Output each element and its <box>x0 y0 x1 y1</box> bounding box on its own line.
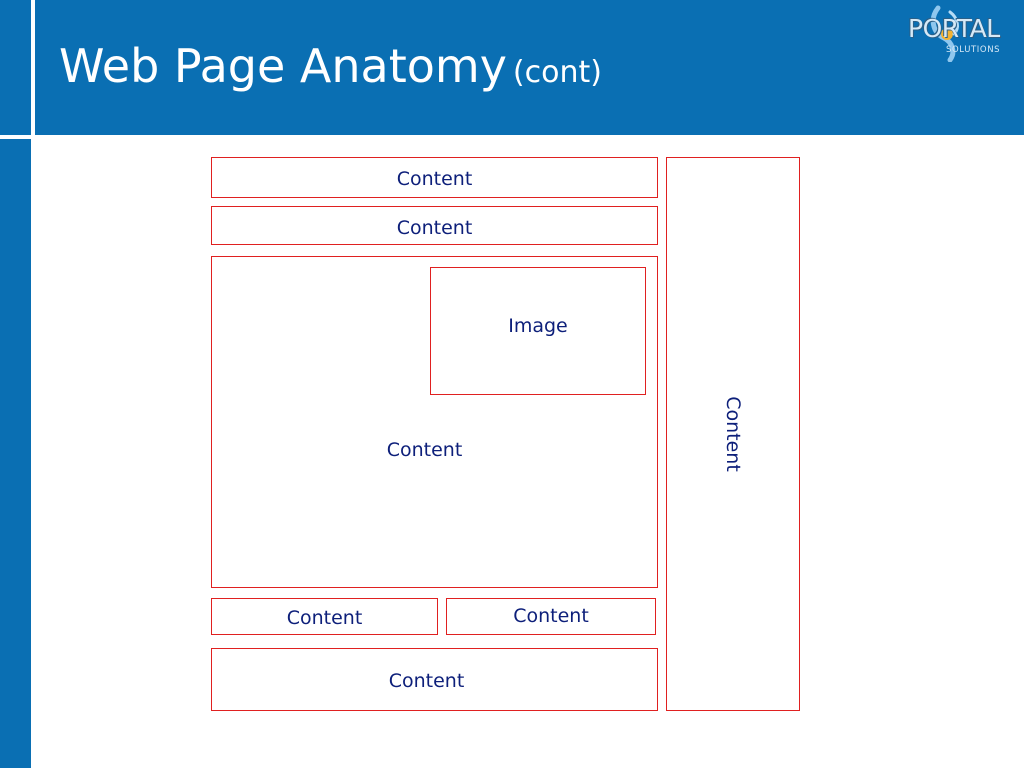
bottom-left-content-box: Content <box>211 598 438 635</box>
header-divider-horizontal <box>0 135 31 139</box>
top-content-box-2: Content <box>211 206 658 245</box>
header-bar <box>0 0 1024 135</box>
top-content-box-1: Content <box>211 157 658 198</box>
bottom-left-content-label: Content <box>286 607 363 629</box>
logo-swirl-icon <box>930 5 959 62</box>
footer-content-box: Content <box>211 648 658 711</box>
image-label: Image <box>508 315 568 337</box>
page-title: Web Page Anatomy(cont) <box>59 38 602 101</box>
sidebar-content-box: Content <box>666 157 800 711</box>
title-main: Web Page Anatomy <box>59 39 507 93</box>
left-accent-bar <box>0 0 31 768</box>
top-content-label-1: Content <box>396 168 473 190</box>
footer-content-label: Content <box>388 670 465 692</box>
bottom-right-content-box: Content <box>446 598 656 635</box>
sidebar-content-label: Content <box>722 396 744 472</box>
main-content-label: Content <box>386 439 463 461</box>
image-box: Image <box>430 267 646 395</box>
logo-subtext: SOLUTIONS <box>946 45 1001 55</box>
title-suffix: (cont) <box>512 55 602 90</box>
header-divider-vertical <box>31 0 35 135</box>
top-content-label-2: Content <box>396 217 473 239</box>
logo-wordmark: PORTAL <box>908 14 1000 43</box>
company-logo: PORTAL SOLUTIONS <box>900 4 1020 62</box>
bottom-right-content-label: Content <box>513 605 589 627</box>
